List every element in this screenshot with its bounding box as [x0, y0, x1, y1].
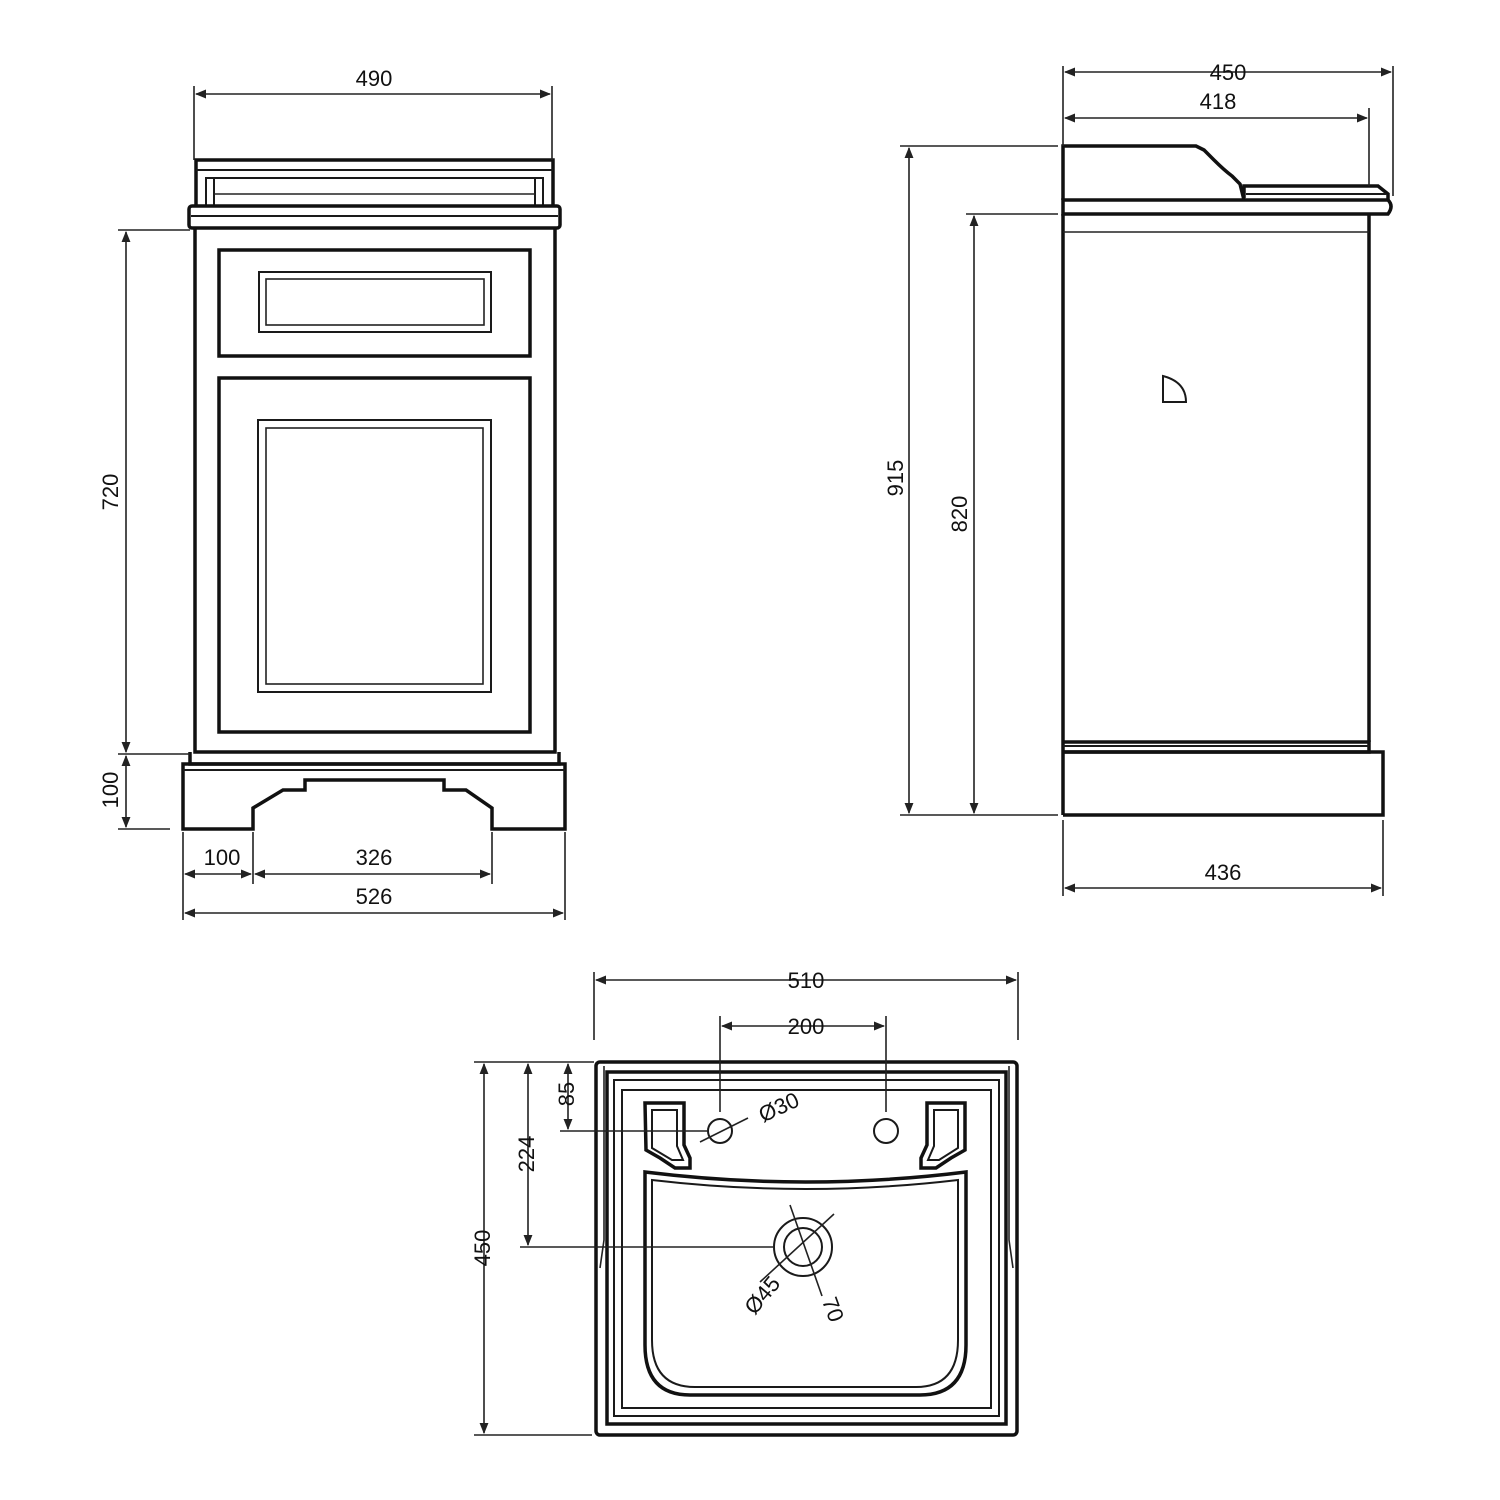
label-front-cabinet-height: 720: [98, 474, 123, 511]
tap-hole-left: [707, 1118, 733, 1144]
label-front-plinth-cutout: 326: [356, 845, 393, 870]
label-side-plinth-depth: 436: [1205, 860, 1242, 885]
label-waste-outer: 70: [817, 1294, 849, 1326]
hinge-symbol: [1162, 374, 1188, 403]
label-plan-basin-width: 510: [788, 968, 825, 993]
front-drawer: [217, 248, 532, 358]
dim-front-plinth-cutout: 100 326: [182, 832, 566, 920]
drawer-handle-panel: [258, 271, 492, 333]
label-plan-waste-offset: 224: [514, 1136, 539, 1173]
dim-plan-basin-width: 510: [593, 968, 1019, 1040]
dim-side-plinth-depth: 436: [1062, 820, 1384, 896]
plan-basin-outer: [594, 1060, 1019, 1437]
waste-inner: [783, 1227, 823, 1267]
dim-side-basin-depth: 450: [1062, 60, 1394, 196]
side-carcass: [1061, 214, 1371, 815]
front-plinth-cap: [188, 752, 561, 766]
dim-front-overall-width: 526: [183, 884, 565, 918]
label-front-plinth-side: 100: [204, 845, 241, 870]
dim-side-top-depth: 418: [1063, 89, 1370, 186]
dim-plan-tap-centres: 200: [719, 1014, 887, 1112]
side-basin-profile: [1061, 144, 1246, 201]
front-view: 490 720 100 100 326 526: [98, 66, 567, 920]
waste-outer: [773, 1217, 833, 1277]
side-plinth: [1063, 750, 1385, 817]
dim-front-top-width: 490: [193, 66, 553, 160]
front-plinth: [181, 762, 567, 831]
tap-hole-right: [873, 1118, 899, 1144]
label-front-overall-width: 526: [356, 884, 393, 909]
label-plan-basin-depth: 450: [470, 1230, 495, 1267]
dim-side-overall-height: 915: [883, 145, 1058, 816]
dim-front-plinth-height: 100: [98, 754, 170, 830]
label-plan-tap-offset: 85: [554, 1082, 579, 1106]
label-tap-hole-diameter: Ø30: [755, 1087, 803, 1127]
front-door: [217, 376, 532, 734]
dim-side-cabinet-height: 820: [947, 213, 1058, 815]
label-plan-tap-centres: 200: [788, 1014, 825, 1039]
label-side-overall-height: 915: [883, 460, 908, 497]
front-upstand: [194, 158, 555, 206]
front-carcass: [193, 228, 557, 754]
label-side-basin-depth: 450: [1210, 60, 1247, 85]
side-worktop: [1061, 198, 1393, 216]
dim-plan-basin-depth: 450: [470, 1061, 592, 1436]
left-tap-deck: [643, 1101, 692, 1170]
door-panel: [257, 419, 492, 693]
label-front-plinth-height: 100: [98, 772, 123, 809]
label-side-cabinet-height: 820: [947, 496, 972, 533]
plan-view: 510 200 85 224 450: [470, 968, 1019, 1437]
label-front-top-width: 490: [356, 66, 393, 91]
front-worktop: [187, 204, 562, 230]
label-waste-diameter: Ø45: [739, 1271, 785, 1319]
side-view: 450 418 915 820 436: [883, 60, 1394, 896]
dim-plan-tap-offset: 85: [554, 1061, 708, 1132]
leader-tap-hole-diameter: Ø30: [699, 1087, 803, 1143]
right-tap-deck: [919, 1101, 967, 1170]
dim-front-cabinet-height: 720: [98, 229, 190, 755]
plan-basin-rim: [605, 1070, 1008, 1426]
dim-plan-waste-offset: 224: [514, 1061, 774, 1248]
plan-bowl: [643, 1170, 968, 1397]
label-side-top-depth: 418: [1200, 89, 1237, 114]
